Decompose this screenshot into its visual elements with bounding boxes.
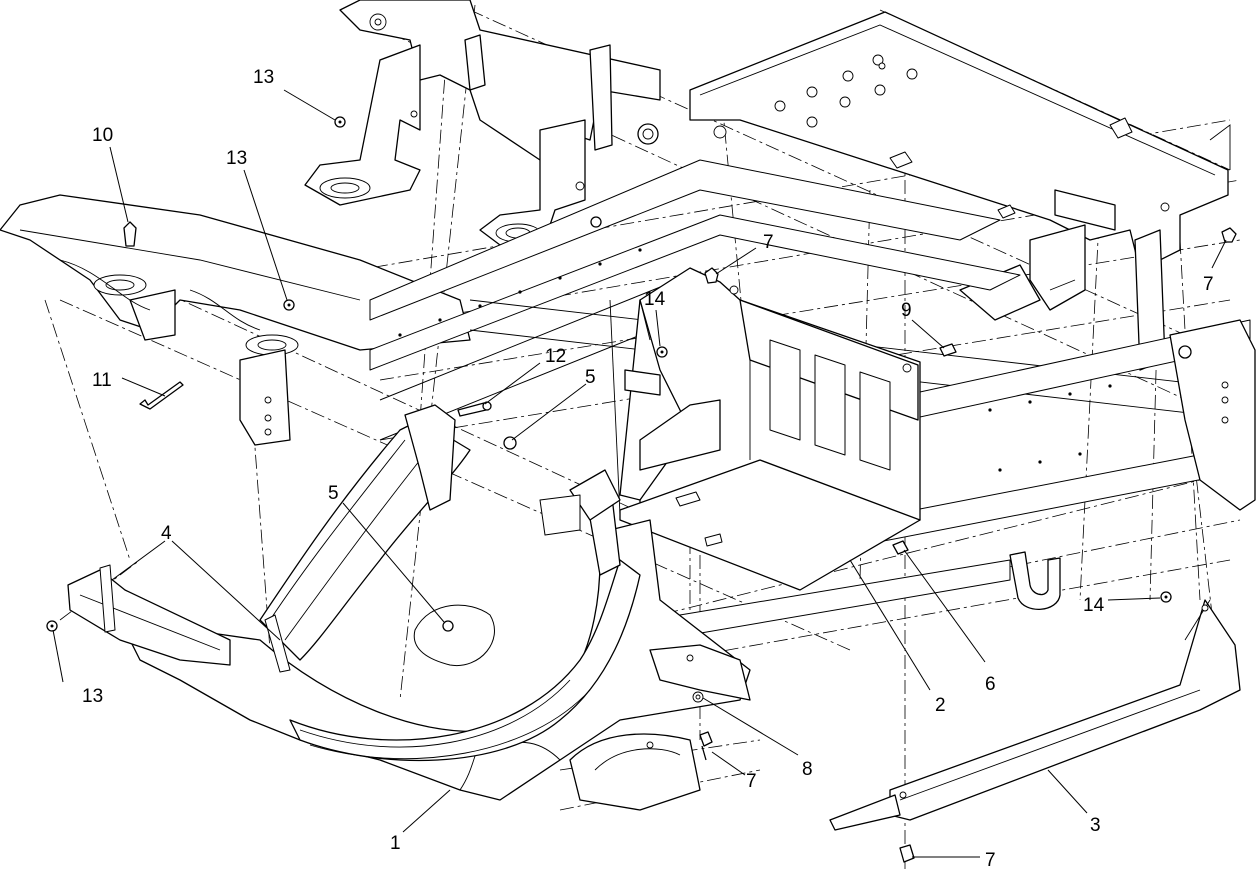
floor-pan [67,404,751,811]
side-rail-3 [829,599,1241,831]
callout-8: 8 [802,759,813,780]
callout-13: 13 [226,148,247,169]
callout-5: 5 [328,483,339,504]
nut-icon-13c [46,620,58,632]
callout-10: 10 [92,125,113,146]
bolt-icon-9 [939,343,957,357]
callout-13: 13 [253,67,274,88]
nut-icon-13a [334,116,346,128]
bolt-icon-11 [139,381,184,410]
callout-1: 1 [390,833,401,854]
mount-bracket-8 [649,644,751,703]
tow-hook [1009,551,1061,610]
callout-7: 7 [746,771,757,792]
callout-4: 4 [161,523,172,544]
callout-14: 14 [644,289,666,310]
callout-6: 6 [985,674,996,695]
rail-holes [398,248,1112,472]
bolt-icon-10 [123,221,137,247]
rivet-icon-5 [503,436,517,450]
nut-icon-14b [1160,591,1172,603]
tray-holes [713,54,1170,212]
battery-box [609,267,921,591]
callout-13: 13 [82,686,103,707]
upper-left-frame [304,0,661,246]
nut-icon-13b [283,299,295,311]
callout-2: 2 [935,695,946,716]
nut-icon-14a [656,346,668,358]
bolt-icon-7a [704,267,719,284]
callout-5: 5 [585,367,596,388]
callout-14: 14 [1083,595,1105,616]
callout-7: 7 [763,232,774,253]
callout-9: 9 [901,300,912,321]
callout-11: 11 [92,370,112,391]
callout-3: 3 [1090,815,1101,836]
main-frame-rails [0,194,471,446]
bolt-icon-7b [1221,227,1237,243]
callout-labels: 13 10 13 11 12 5 5 14 7 9 7 4 13 14 6 2 … [82,67,1214,871]
fasteners [46,116,1237,863]
callout-7: 7 [985,850,996,871]
callout-7: 7 [1203,274,1214,295]
bolt-icon-7c [699,731,713,761]
callout-12: 12 [545,346,566,367]
bolt-icon-12 [457,402,487,417]
bolt-icon-7d [899,844,915,863]
leader-lines [52,89,1227,858]
